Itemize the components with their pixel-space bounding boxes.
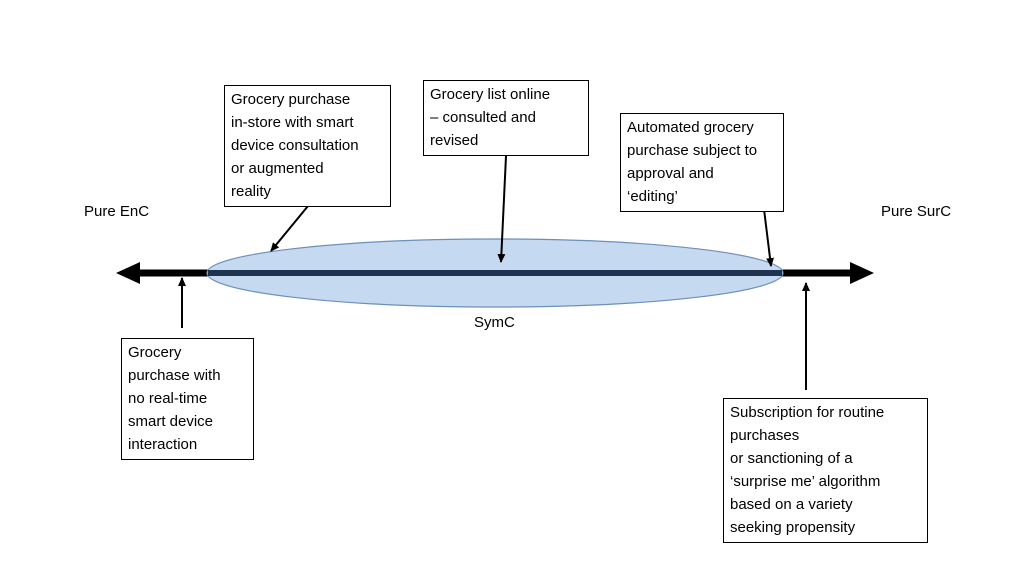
pointer-list-online [497, 155, 507, 263]
label-symc: SymC [474, 314, 515, 331]
axis-left-arrowhead [116, 262, 140, 284]
axis-right-arrowhead [850, 262, 874, 284]
box-no-smart-device: Grocery purchase with no real-time smart… [121, 338, 254, 460]
box-subscription: Subscription for routine purchases or sa… [723, 398, 928, 543]
label-pure-surc: Pure SurC [881, 203, 952, 220]
box-grocery-list-online: Grocery list online – consulted and revi… [423, 80, 589, 156]
box-in-store-smart-device: Grocery purchase in-store with smart dev… [224, 85, 391, 207]
pointer-in-store [270, 205, 309, 252]
label-pure-enc: Pure EnC [84, 203, 150, 220]
box-automated-purchase: Automated grocery purchase subject to ap… [620, 113, 784, 212]
